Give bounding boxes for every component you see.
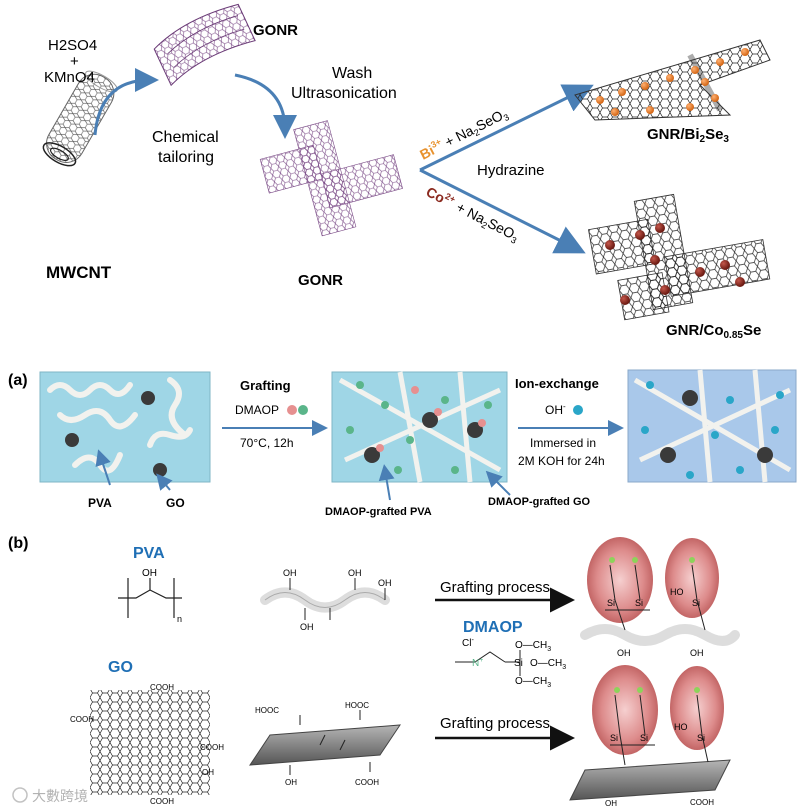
dmaop-cl: Cl- — [462, 637, 474, 649]
gnr-bi2se3-graphic — [574, 39, 771, 121]
oh-ion-icon — [573, 405, 583, 415]
dmaop-och3-1: O—CH3 — [515, 640, 551, 653]
gonr-top-label: GONR — [253, 22, 298, 39]
grafted-go-ho: HO — [674, 722, 688, 732]
dmaop-n: N+ — [472, 657, 483, 669]
pva-label: PVA — [88, 496, 112, 510]
immersed-line1: Immersed in — [530, 436, 596, 450]
dmaop-label: DMAOP — [235, 403, 279, 417]
bi-reagent-label: Bi3+ + Na2SeO3 — [417, 105, 511, 163]
grafted-si-1: Si — [607, 598, 615, 608]
pva-chain-oh-1: OH — [283, 568, 297, 578]
grafted-go-si-1: Si — [610, 733, 618, 743]
arrow-to-co-se — [419, 168, 586, 254]
mwcnt-label: MWCNT — [46, 263, 112, 282]
grafted-pva-graphic — [580, 537, 740, 646]
gnr-bi2se3-label: GNR/Bi2Se3 — [647, 126, 729, 145]
go-cooh-1: COOH — [150, 683, 174, 692]
arrow-gonr-to-unzipped — [234, 73, 297, 139]
grafted-go-si-3: Si — [697, 733, 705, 743]
watermark-text: 大數跨境 — [32, 788, 88, 804]
go-cooh-2: COOH — [200, 743, 224, 752]
pva-pointer — [95, 449, 111, 486]
svg-text:+ Na2SeO3: + Na2SeO3 — [442, 105, 511, 152]
gonr-ribbon-graphic — [153, 3, 256, 87]
grafted-go-si-2: Si — [640, 733, 648, 743]
gnr-co-se-label: GNR/Co0.85Se — [666, 322, 761, 341]
go-sheet-graphic — [249, 710, 401, 775]
dmaop-och3-3: O—CH3 — [515, 676, 551, 689]
go-sheet-hooc-2: HOOC — [345, 701, 369, 710]
grafting-process-2: Grafting process — [440, 715, 550, 732]
ion-exchanged-box — [627, 369, 797, 483]
go-sheet-oh: OH — [285, 778, 297, 787]
arrow-mwcnt-to-gonr — [93, 68, 159, 136]
svg-text:Bi3+: Bi3+ — [417, 137, 446, 163]
reagent-h2so4: H2SO4 — [48, 37, 97, 54]
grafted-pva-label: DMAOP-grafted PVA — [325, 506, 432, 518]
ultrasonication-label: Ultrasonication — [291, 85, 397, 102]
dmaop-och3-2: O—CH3 — [530, 658, 566, 671]
panel-a-label: (a) — [8, 372, 28, 389]
grafted-go-cooh: COOH — [690, 798, 714, 807]
grafting-label: Grafting — [240, 378, 291, 393]
grafting-process-1: Grafting process — [440, 579, 550, 596]
arrow-to-bi2se3 — [419, 84, 594, 172]
grafted-go-oh: OH — [605, 799, 617, 808]
chemical-label: Chemical — [152, 129, 219, 146]
conditions-label: 70°C, 12h — [240, 436, 294, 450]
grafted-oh-2: OH — [690, 648, 704, 658]
pva-n: n — [177, 614, 182, 624]
pva-oh: OH — [142, 568, 157, 579]
go-cooh-3: COOH — [70, 715, 94, 724]
reagent-plus: + — [70, 53, 79, 70]
go-sheet-cooh: COOH — [355, 778, 379, 787]
grafted-go-pointer — [485, 470, 511, 496]
pva-chain-oh-3: OH — [300, 622, 314, 632]
wash-label: Wash — [332, 65, 372, 82]
pva-chain-oh-2: OH — [348, 568, 362, 578]
dmaop-title: DMAOP — [463, 619, 523, 636]
pva-structure — [118, 578, 182, 618]
dmaop-icon — [287, 405, 308, 415]
dmaop-si: Si — [514, 658, 523, 669]
grafted-go-graphic — [569, 665, 731, 801]
pva-chain-oh-4: OH — [378, 578, 392, 588]
go-label: GO — [166, 496, 185, 510]
grafted-pva-pointer — [378, 464, 395, 501]
dmaop-structure — [455, 650, 521, 676]
ion-exchange-label: Ion-exchange — [515, 376, 599, 391]
panel-b-label: (b) — [8, 535, 28, 552]
grafted-si-3: Si — [692, 598, 700, 608]
pva-go-box — [39, 371, 211, 483]
svg-text:+ Na2SeO3: + Na2SeO3 — [453, 199, 522, 246]
watermark-logo — [12, 787, 28, 803]
svg-text:Co2+: Co2+ — [424, 183, 458, 211]
reagent-kmno4: KMnO4 — [44, 69, 95, 86]
go-title: GO — [108, 659, 133, 676]
grafted-box — [331, 371, 508, 483]
go-cooh-4: COOH — [150, 797, 174, 806]
gonr-bottom-label: GONR — [298, 272, 343, 289]
unzipped-gonr-graphic — [259, 120, 403, 237]
oh-label: OH- — [545, 402, 566, 417]
grafted-ho-1: HO — [670, 587, 684, 597]
grafted-go-label: DMAOP-grafted GO — [488, 496, 591, 508]
hydrazine-label: Hydrazine — [477, 162, 545, 179]
go-structure — [90, 690, 210, 795]
grafted-oh-1: OH — [617, 648, 631, 658]
gnr-co-se-graphic — [588, 193, 771, 321]
go-sheet-hooc-1: HOOC — [255, 706, 279, 715]
tailoring-label: tailoring — [158, 149, 214, 166]
pva-chain-graphic — [260, 578, 390, 620]
immersed-line2: 2M KOH for 24h — [518, 454, 605, 468]
pva-title: PVA — [133, 545, 165, 562]
go-oh-1: OH — [202, 768, 214, 777]
grafted-si-2: Si — [635, 598, 643, 608]
go-pointer — [156, 473, 173, 491]
